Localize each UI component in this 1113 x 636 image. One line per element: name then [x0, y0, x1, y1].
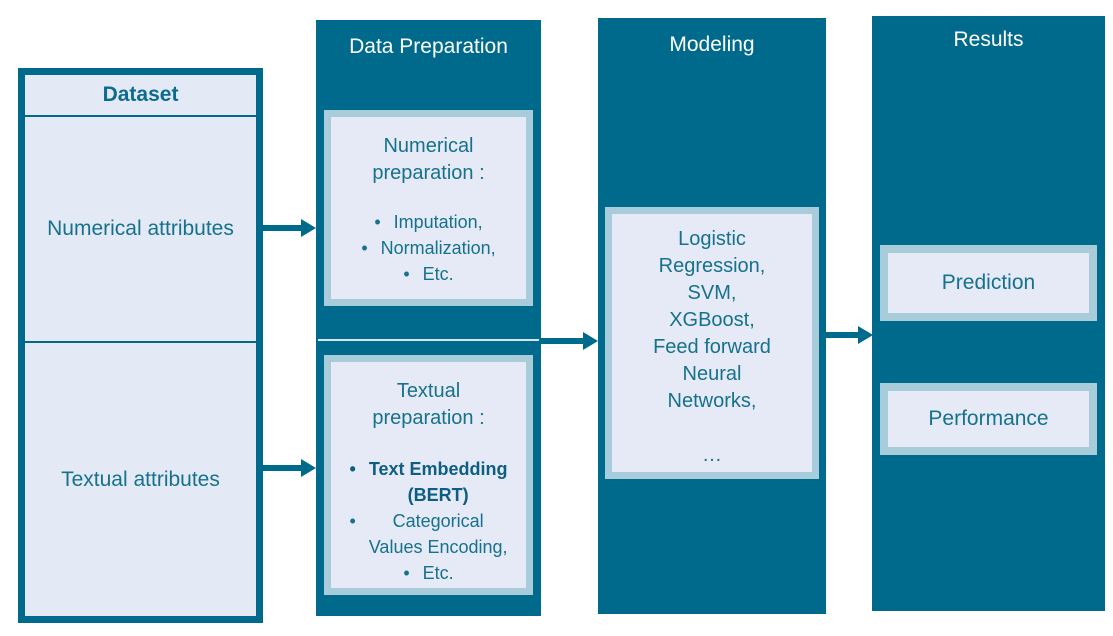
- data-preparation-title: Data Preparation: [349, 35, 508, 58]
- results-column: Results Prediction Performance: [872, 16, 1105, 611]
- arrowhead-icon: [583, 332, 598, 350]
- bullet-icon: [349, 508, 355, 534]
- modeling-box: Logistic Regression, SVM, XGBoost, Feed …: [605, 207, 819, 479]
- dataset-row-numerical-attributes: Numerical attributes: [25, 117, 256, 343]
- prep-divider-line: [318, 339, 539, 341]
- bullet-icon: [350, 456, 356, 482]
- modeling-column: Modeling Logistic Regression, SVM, XGBoo…: [598, 18, 826, 614]
- arrow-preparation-to-modeling: [541, 332, 598, 350]
- bullet-item: Normalization,: [331, 235, 526, 261]
- arrow-dataset-to-textual-prep: [263, 459, 316, 477]
- bullet-item: Categorical Values Encoding,: [331, 508, 526, 560]
- bullet-item-label: Text Embedding (BERT): [368, 459, 508, 505]
- bullet-icon: [403, 261, 409, 287]
- textual-preparation-heading: Textual preparation :: [372, 380, 485, 429]
- bullet-item: Etc.: [331, 560, 526, 586]
- textual-preparation-box: Textual preparation : Text Embedding (BE…: [324, 355, 533, 595]
- model-list: Logistic Regression, SVM, XGBoost, Feed …: [653, 228, 771, 466]
- textual-preparation-list: Text Embedding (BERT) Categorical Values…: [331, 456, 526, 586]
- arrow-shaft: [541, 338, 583, 344]
- bullet-icon: [403, 560, 409, 586]
- arrow-dataset-to-numerical-prep: [263, 219, 316, 237]
- arrowhead-icon: [301, 219, 316, 237]
- performance-box: Performance: [880, 383, 1097, 455]
- arrow-modeling-to-results: [826, 326, 873, 344]
- prediction-box: Prediction: [880, 245, 1097, 321]
- bullet-item-label: Categorical Values Encoding,: [368, 511, 508, 557]
- bullet-icon: [361, 235, 367, 261]
- bullet-item: Imputation,: [331, 209, 526, 235]
- bullet-item-label: Etc.: [422, 563, 454, 583]
- arrow-shaft: [263, 225, 301, 231]
- data-preparation-column: Data Preparation Numerical preparation :…: [316, 20, 541, 616]
- dataset-row-textual-attributes: Textual attributes: [61, 467, 220, 491]
- bullet-item-label: Normalization,: [380, 238, 496, 258]
- dataset-title: Dataset: [25, 75, 256, 117]
- results-title: Results: [953, 28, 1024, 51]
- modeling-title: Modeling: [669, 33, 755, 56]
- bullet-item: Etc.: [331, 261, 526, 287]
- arrow-shaft: [263, 465, 301, 471]
- arrow-shaft: [826, 332, 858, 338]
- arrowhead-icon: [858, 326, 873, 344]
- bullet-item: Text Embedding (BERT): [331, 456, 526, 508]
- arrowhead-icon: [301, 459, 316, 477]
- numerical-preparation-heading: Numerical preparation :: [372, 135, 485, 184]
- numerical-preparation-box: Numerical preparation : Imputation, Norm…: [324, 110, 533, 306]
- bullet-item-label: Etc.: [422, 264, 454, 284]
- numerical-preparation-list: Imputation, Normalization, Etc.: [331, 209, 526, 287]
- dataset-panel: Dataset Numerical attributes Textual att…: [18, 68, 263, 623]
- bullet-item-label: Imputation,: [393, 212, 483, 232]
- bullet-icon: [374, 209, 380, 235]
